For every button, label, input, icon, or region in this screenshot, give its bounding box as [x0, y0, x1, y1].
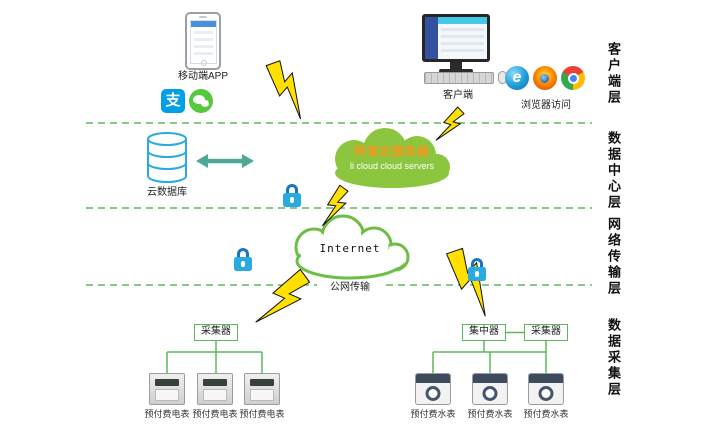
water-meter-icon — [528, 373, 564, 405]
lock-icon-network-right — [468, 258, 486, 281]
layer-label-client: 客户端层 — [606, 42, 621, 106]
keyboard-icon — [424, 72, 494, 84]
collector-left-box: 采集器 — [194, 324, 238, 341]
ali-cloud-shape — [335, 128, 450, 188]
ali-cloud-title: 阿里云服务器 — [354, 146, 430, 158]
layer-label-acquisition: 数据采集层 — [606, 318, 621, 398]
bolt-phone-to-cloud-icon — [260, 56, 318, 121]
lock-shackle — [286, 184, 298, 196]
screen-content — [441, 28, 484, 56]
ie-letter: e — [512, 69, 522, 86]
browser-access-label: 浏览器访问 — [521, 100, 571, 111]
bolt-client-to-cloud-icon — [435, 105, 467, 147]
bolt-internet-to-collector-icon — [254, 264, 315, 335]
collector-right-box: 采集器 — [524, 324, 568, 341]
ie-icon: e — [505, 66, 529, 90]
monitor-screen — [425, 17, 487, 59]
water-meter-label: 预付费水表 — [410, 409, 456, 419]
layer-label-network: 网络传输层 — [606, 217, 621, 297]
lock-icon-network-left — [234, 248, 252, 271]
lock-body — [468, 267, 486, 281]
water-meter-icon — [415, 373, 451, 405]
electric-meter-icon — [149, 373, 185, 405]
alipay-icon: 支 — [161, 89, 185, 113]
client-label: 客户端 — [443, 90, 473, 101]
water-meter-icon — [472, 373, 508, 405]
internet-label: Internet — [319, 242, 381, 255]
electric-meter-icon — [244, 373, 280, 405]
database-icon — [147, 132, 187, 183]
monitor-base — [439, 69, 473, 73]
cloud-db-label: 云数据库 — [147, 187, 187, 198]
monitor-stand — [450, 62, 462, 69]
water-meter-label: 预付费水表 — [523, 409, 569, 419]
water-meter-label: 预付费水表 — [467, 409, 513, 419]
acquisition-wiring — [166, 331, 547, 373]
electric-meter-label: 预付费电表 — [144, 409, 190, 419]
lock-icon-datacenter — [283, 184, 301, 207]
wechat-icon — [189, 89, 213, 113]
desktop-computer-icon — [422, 14, 490, 73]
chrome-icon — [561, 66, 585, 90]
concentrator-box: 集中器 — [462, 324, 506, 341]
public-network-label: 公网传输 — [317, 282, 383, 294]
ali-cloud-subtitle: li cloud cloud servers — [349, 161, 435, 171]
firefox-icon — [533, 66, 557, 90]
electric-meter-label: 预付费电表 — [239, 409, 285, 419]
mobile-phone-icon — [185, 12, 221, 70]
phone-screen — [190, 20, 217, 64]
mobile-app-label: 移动端APP — [177, 71, 228, 82]
electric-meter-label: 预付费电表 — [192, 409, 238, 419]
lock-body — [234, 257, 252, 271]
sync-arrow-icon — [196, 154, 254, 168]
lock-shackle — [471, 258, 483, 270]
bolt-cloud-to-internet-icon — [321, 183, 351, 230]
alipay-char: 支 — [165, 92, 181, 109]
lock-body — [283, 193, 301, 207]
lock-shackle — [237, 248, 249, 260]
internet-cloud-shape — [294, 214, 410, 280]
layer-label-datacenter: 数据中心层 — [606, 131, 621, 211]
monitor-icon — [422, 14, 490, 62]
ali-cloud-label: 阿里云服务器 li cloud cloud servers — [328, 143, 456, 171]
electric-meter-icon — [197, 373, 233, 405]
